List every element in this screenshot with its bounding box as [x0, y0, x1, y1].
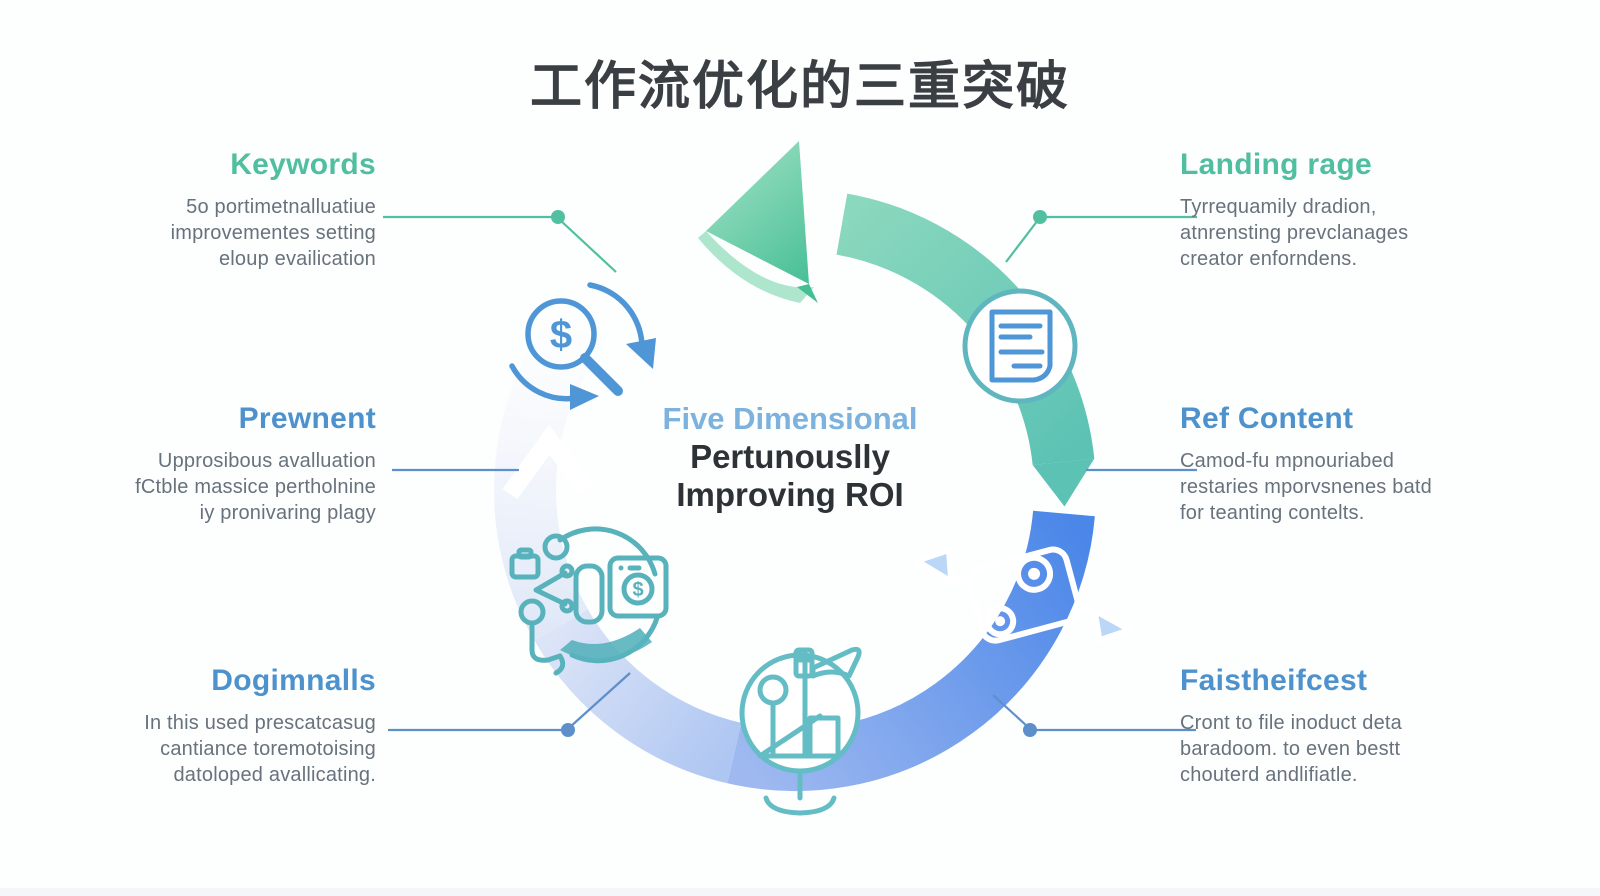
analytics-network-icon: $	[509, 526, 669, 676]
section-dogimnalls-line: datoloped avallicating.	[173, 764, 376, 786]
section-ref-content: Ref Content Camod-fu mpnouriabed restari…	[1180, 402, 1490, 526]
connector-diagonal-faistheifcest	[992, 694, 1029, 728]
section-dogimnalls-title: Dogimnalls	[211, 664, 376, 697]
section-prewnent: Prewnent Upprosibous avalluation fCtble …	[114, 402, 376, 526]
section-ref-content-line: for teanting contelts.	[1180, 502, 1365, 524]
machine-arrows-icon	[913, 546, 1133, 644]
section-prewnent-line: fCtble massice pertholnine	[135, 476, 376, 498]
section-faistheifcest-line: Cront to file inoduct deta	[1180, 712, 1402, 734]
section-dogimnalls-line: cantiance toremotoising	[160, 738, 376, 760]
bottom-edge-strip	[0, 888, 1600, 896]
section-landing-rage-title: Landing rage	[1180, 148, 1372, 181]
section-ref-content-line: restaries mporvsnenes batd	[1180, 476, 1432, 498]
section-keywords-line: eloup evailication	[218, 248, 376, 270]
section-keywords-line: improvementes setting	[170, 222, 376, 244]
connectors	[383, 210, 1197, 737]
center-line-2: Pertunouslly	[690, 438, 890, 475]
center-label: Five Dimensional Pertunouslly Improving …	[600, 400, 980, 514]
section-landing-rage: Landing rage Tyrrequamily dradion, atnre…	[1180, 148, 1490, 272]
document-icon	[962, 288, 1078, 404]
center-line-3: Improving ROI	[676, 476, 904, 513]
section-dogimnalls: Dogimnalls In this used prescatcasug can…	[114, 664, 376, 788]
section-prewnent-title: Prewnent	[238, 402, 376, 435]
ring-chevron-up	[502, 425, 596, 500]
section-landing-rage-line: Tyrrequamily dradion,	[1180, 196, 1377, 218]
connector-diagonal-landing	[1005, 219, 1039, 263]
cycle-arrowhead	[698, 141, 818, 303]
section-ref-content-line: Camod-fu mpnouriabed	[1180, 450, 1395, 472]
page-title: 工作流优化的三重突破	[529, 58, 1070, 116]
section-faistheifcest: Faistheifcest Cront to file inoduct deta…	[1180, 664, 1490, 788]
boat-icon	[739, 646, 862, 816]
section-dogimnalls-line: In this used prescatcasug	[144, 712, 376, 734]
section-landing-rage-line: creator enforndens.	[1180, 248, 1358, 270]
section-landing-rage-line: atnrensting prevclanages	[1180, 222, 1409, 244]
section-keywords-line: 5o portimetnalluatiue	[186, 196, 376, 218]
section-faistheifcest-line: baradoom. to even bestt	[1180, 738, 1401, 760]
search-dollar-icon: $	[509, 282, 656, 410]
section-prewnent-line: Upprosibous avalluation	[157, 450, 376, 472]
section-keywords: Keywords 5o portimetnalluatiue improveme…	[114, 148, 376, 272]
section-faistheifcest-line: chouterd andlifiatle.	[1180, 764, 1358, 786]
connector-diagonal-keywords	[559, 219, 617, 273]
center-line-1: Five Dimensional	[662, 401, 918, 436]
section-faistheifcest-title: Faistheifcest	[1180, 664, 1368, 697]
svg-text:$: $	[632, 579, 643, 601]
ring-chevron-down	[1032, 458, 1095, 507]
svg-text:$: $	[550, 313, 572, 357]
connector-diagonal-dogimnalls	[569, 672, 631, 728]
section-ref-content-title: Ref Content	[1180, 402, 1354, 435]
section-keywords-title: Keywords	[230, 148, 376, 181]
section-prewnent-line: iy pronivaring plagy	[199, 502, 376, 524]
connector-dot-landing	[1033, 210, 1047, 224]
